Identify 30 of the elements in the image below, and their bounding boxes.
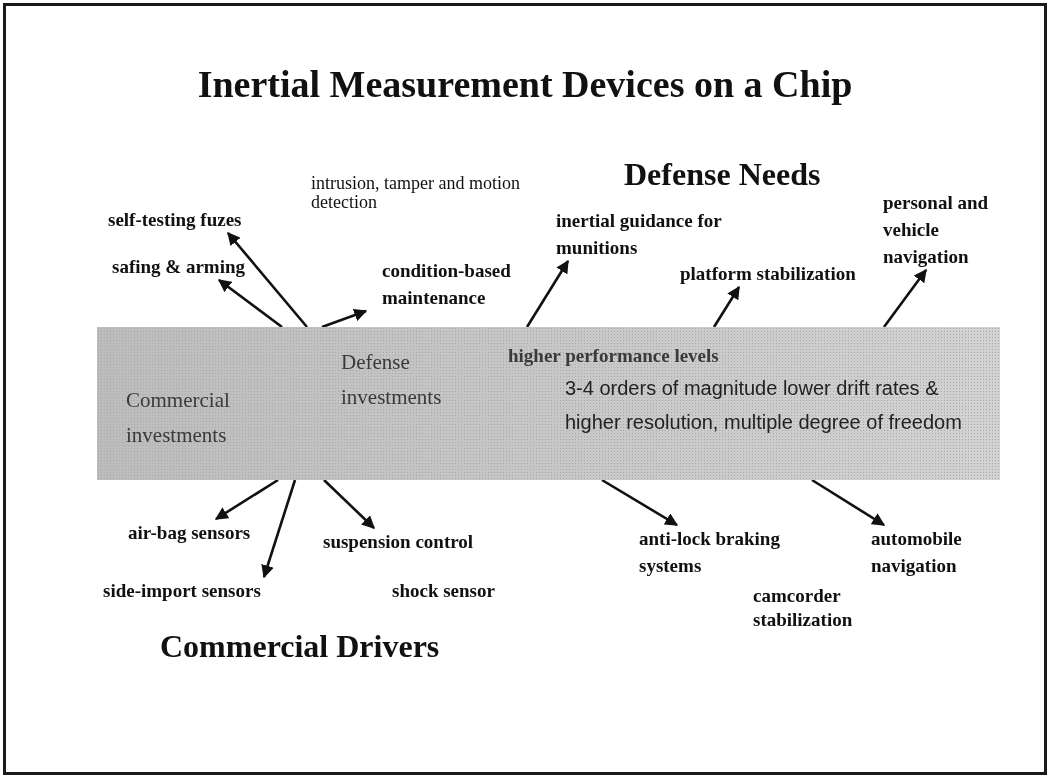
arrow	[217, 278, 283, 329]
driver-label: personal and vehicle navigation	[883, 189, 1023, 270]
band-text: 3-4 orders of magnitude lower drift rates & higher resolution, multiple degree of freedom	[565, 376, 963, 435]
arrow	[601, 478, 679, 527]
arrow	[261, 479, 297, 579]
driver-label: safing & arming	[112, 253, 272, 280]
arrow	[321, 308, 368, 329]
title: Inertial Measurement Devices on a Chip	[196, 62, 854, 106]
section-heading: Commercial Drivers	[160, 627, 441, 666]
arrow	[214, 478, 279, 521]
arrow	[882, 268, 928, 328]
driver-label: condition-based maintenance	[382, 257, 557, 311]
arrow	[227, 232, 308, 328]
arrow	[323, 479, 375, 529]
driver-label: self-testing fuzes	[108, 206, 308, 233]
driver-label: side-import sensors	[103, 577, 318, 604]
driver-label: suspension control	[323, 528, 533, 555]
arrow	[525, 259, 570, 328]
band-text: Defense investments	[341, 349, 443, 411]
driver-label: air-bag sensors	[128, 519, 278, 546]
band-text: higher performance levels	[508, 344, 720, 368]
label-text: camcorder stabilization	[753, 584, 854, 632]
label-text: shock sensor	[392, 579, 496, 603]
driver-label: automobile navigation	[871, 525, 991, 579]
section-heading: Defense Needs	[624, 155, 822, 194]
label-text: intrusion, tamper and motion detection	[311, 174, 521, 212]
arrow	[712, 285, 741, 328]
arrow	[811, 478, 886, 527]
band-text: Commercial investments	[126, 387, 231, 449]
shaded-band	[97, 327, 1000, 480]
